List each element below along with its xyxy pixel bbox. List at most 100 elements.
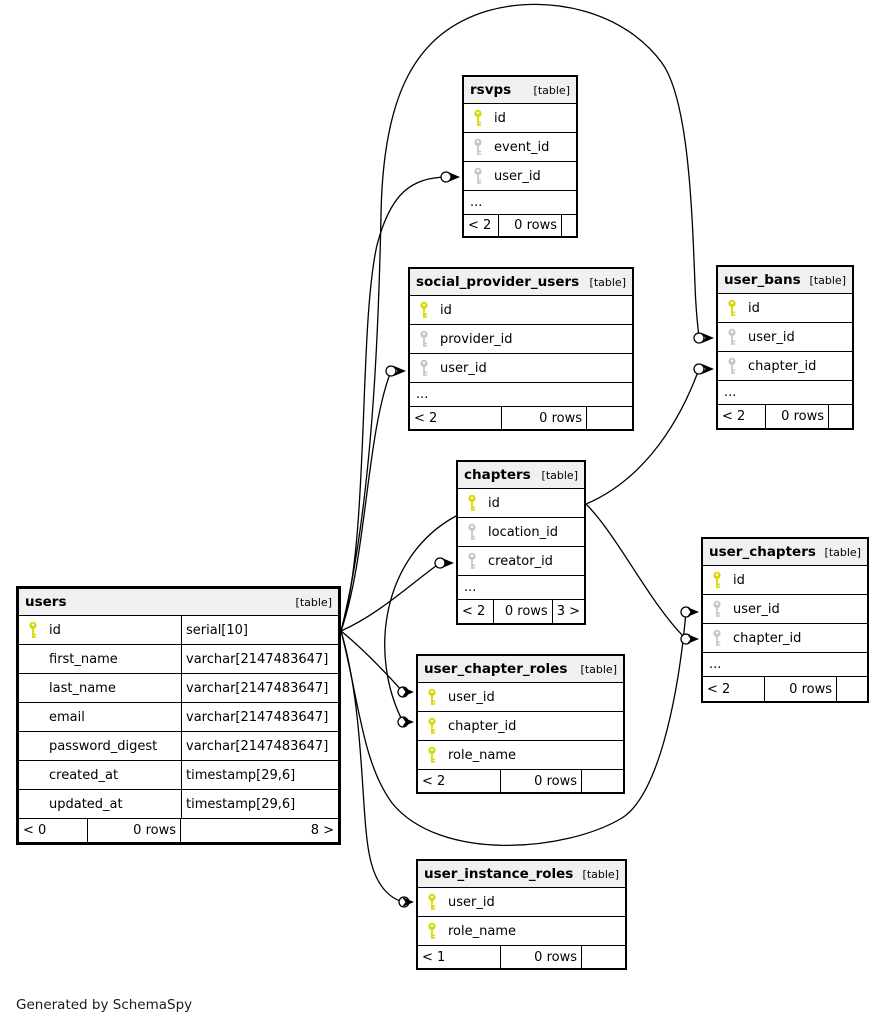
- column-name: id: [494, 110, 506, 126]
- foreign-key-icon: [418, 359, 430, 377]
- column-row[interactable]: user_id: [410, 354, 632, 383]
- column-row[interactable]: chapter_id: [703, 624, 867, 653]
- table-header: users [table]: [19, 589, 338, 616]
- table-rsvps[interactable]: rsvps [table] id event_id user_id ... < …: [462, 75, 578, 238]
- column-name: role_name: [448, 747, 516, 763]
- column-row[interactable]: id: [703, 566, 867, 595]
- table-tag: [table]: [541, 468, 578, 482]
- column-row[interactable]: id: [464, 104, 576, 133]
- parents-count: < 0: [19, 819, 88, 842]
- column-row[interactable]: id: [718, 294, 852, 323]
- table-footer: < 2 0 rows: [410, 407, 632, 429]
- column-row[interactable]: user_id: [703, 595, 867, 624]
- table-name: social_provider_users: [416, 274, 580, 290]
- parents-count: < 2: [718, 405, 766, 428]
- edge-chapters-id-to-user-chapter-roles-chapter-id: [384, 515, 457, 723]
- column-name: chapter_id: [448, 718, 517, 734]
- column-type: varchar[2147483647]: [181, 674, 338, 702]
- column-name: last_name: [49, 680, 116, 696]
- column-row[interactable]: user_id: [418, 683, 623, 712]
- children-count: [837, 677, 867, 701]
- children-count: 8 >: [310, 823, 334, 838]
- column-name: created_at: [49, 767, 119, 783]
- parents-count: < 2: [464, 215, 499, 236]
- table-header: user_instance_roles [table]: [418, 861, 625, 888]
- column-name: provider_id: [440, 331, 513, 347]
- table-name: users: [25, 594, 67, 610]
- column-row[interactable]: updated_at timestamp[29,6]: [19, 790, 338, 819]
- children-count: [582, 770, 623, 792]
- table-user-instance-roles[interactable]: user_instance_roles [table] user_id role…: [416, 859, 627, 970]
- primary-key-icon: [418, 301, 430, 319]
- more-columns-row: ...: [410, 383, 632, 407]
- table-tag: [table]: [589, 275, 626, 289]
- column-name: id: [748, 300, 760, 316]
- column-name: id: [733, 572, 745, 588]
- column-type: timestamp[29,6]: [181, 790, 338, 818]
- column-name: location_id: [488, 524, 558, 540]
- column-row[interactable]: email varchar[2147483647]: [19, 703, 338, 732]
- column-row[interactable]: provider_id: [410, 325, 632, 354]
- table-user-bans[interactable]: user_bans [table] id user_id chapter_id …: [716, 265, 854, 430]
- parents-count: < 2: [458, 600, 494, 623]
- column-row[interactable]: chapter_id: [718, 352, 852, 381]
- table-chapters[interactable]: chapters [table] id location_id creator_…: [456, 460, 586, 625]
- children-count: [562, 215, 576, 236]
- column-name: event_id: [494, 139, 550, 155]
- column-row[interactable]: location_id: [458, 518, 584, 547]
- table-users[interactable]: users [table] id serial[10] first_name v…: [16, 586, 341, 845]
- primary-key-icon: [426, 717, 438, 735]
- column-type: serial[10]: [181, 616, 338, 644]
- column-row[interactable]: role_name: [418, 917, 625, 946]
- column-row[interactable]: event_id: [464, 133, 576, 162]
- connector-user-chapters-user-id: [680, 606, 699, 618]
- column-row[interactable]: chapter_id: [418, 712, 623, 741]
- column-row[interactable]: user_id: [464, 162, 576, 191]
- table-user-chapters[interactable]: user_chapters [table] id user_id chapter…: [701, 537, 869, 703]
- column-row[interactable]: id serial[10]: [19, 616, 338, 645]
- table-footer: < 2 0 rows: [418, 770, 623, 792]
- column-row[interactable]: first_name varchar[2147483647]: [19, 645, 338, 674]
- foreign-key-icon: [726, 328, 738, 346]
- table-footer: < 2 0 rows: [464, 215, 576, 236]
- table-name: user_bans: [724, 272, 801, 288]
- connector-user-bans-user-id: [693, 332, 714, 344]
- column-name: user_id: [448, 894, 495, 910]
- table-header: chapters [table]: [458, 462, 584, 489]
- edge-chapters-id-to-user-chapters-chapter-id: [585, 503, 687, 640]
- column-row[interactable]: creator_id: [458, 547, 584, 576]
- table-tag: [table]: [533, 83, 570, 97]
- table-footer: < 2 0 rows 3 >: [458, 600, 584, 623]
- column-row[interactable]: role_name: [418, 741, 623, 770]
- primary-key-icon: [27, 621, 39, 639]
- edge-users-id-to-social-provider-users-user-id: [340, 370, 392, 632]
- column-row[interactable]: id: [458, 489, 584, 518]
- column-row[interactable]: last_name varchar[2147483647]: [19, 674, 338, 703]
- column-name: user_id: [440, 360, 487, 376]
- connector-chapters-creator-id: [434, 557, 454, 569]
- column-name: user_id: [733, 601, 780, 617]
- parents-count: < 2: [703, 677, 765, 701]
- edge-chapters-id-to-user-bans-chapter-id: [585, 368, 700, 505]
- column-type: timestamp[29,6]: [181, 761, 338, 789]
- edge-users-id-to-chapters-creator-id: [340, 562, 441, 632]
- column-row[interactable]: id: [410, 296, 632, 325]
- table-social-provider-users[interactable]: social_provider_users [table] id provide…: [408, 267, 634, 431]
- connector-user-chapter-roles-user-id: [397, 686, 414, 698]
- primary-key-icon: [726, 299, 738, 317]
- column-row[interactable]: created_at timestamp[29,6]: [19, 761, 338, 790]
- column-name: chapter_id: [748, 358, 817, 374]
- edge-users-id-to-rsvps-user-id: [340, 176, 447, 632]
- row-count: 0 rows: [501, 946, 582, 968]
- foreign-key-icon: [466, 552, 478, 570]
- column-row[interactable]: user_id: [418, 888, 625, 917]
- foreign-key-icon: [726, 357, 738, 375]
- table-tag: [table]: [824, 545, 861, 559]
- column-row[interactable]: password_digest varchar[2147483647]: [19, 732, 338, 761]
- column-row[interactable]: user_id: [718, 323, 852, 352]
- children-count: 3 >: [556, 604, 580, 619]
- column-name: updated_at: [49, 796, 123, 812]
- parents-count: < 2: [418, 770, 501, 792]
- table-user-chapter-roles[interactable]: user_chapter_roles [table] user_id chapt…: [416, 654, 625, 794]
